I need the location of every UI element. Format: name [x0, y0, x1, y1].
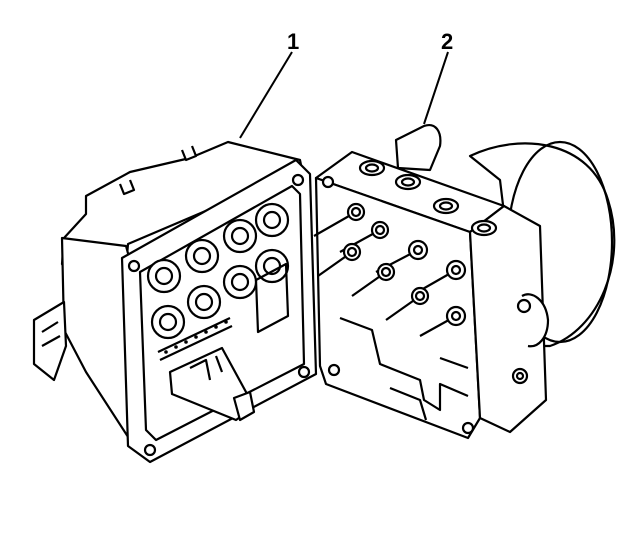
callout-leader-2: [423, 51, 449, 125]
housing-notch-top-a: [180, 145, 198, 162]
valve-coil-group: [146, 202, 290, 340]
top-ports: [358, 159, 498, 237]
flange-hole: [327, 363, 341, 377]
plug-latch: [232, 390, 256, 422]
flange-hole: [461, 421, 475, 435]
valve-stems: [313, 202, 467, 337]
flange-hole: [321, 175, 335, 189]
flange-screw-hole: [297, 365, 311, 379]
plug-detail: [189, 355, 224, 381]
flange-hole: [515, 371, 525, 381]
callout-leader-1: [239, 51, 293, 139]
control-module-part-1: [32, 140, 318, 464]
callout-label-2: 2: [441, 29, 453, 54]
coil-support-block: [254, 262, 290, 334]
top-fitting: [394, 124, 442, 172]
contact-pins: [164, 320, 228, 354]
block-cavity-lower: [389, 356, 469, 421]
contact-pin-strip: [157, 317, 233, 361]
housing-notch-top-b: [118, 179, 136, 196]
side-port: [516, 298, 532, 314]
hydraulic-modulator-part-2: [313, 124, 616, 440]
block-cavity: [339, 316, 469, 412]
flange-screw-hole: [127, 259, 141, 273]
flange-screw-hole: [143, 443, 157, 457]
callout-label-1: 1: [287, 29, 299, 54]
flange-screw-hole: [291, 173, 305, 187]
connector-detail: [41, 321, 61, 347]
